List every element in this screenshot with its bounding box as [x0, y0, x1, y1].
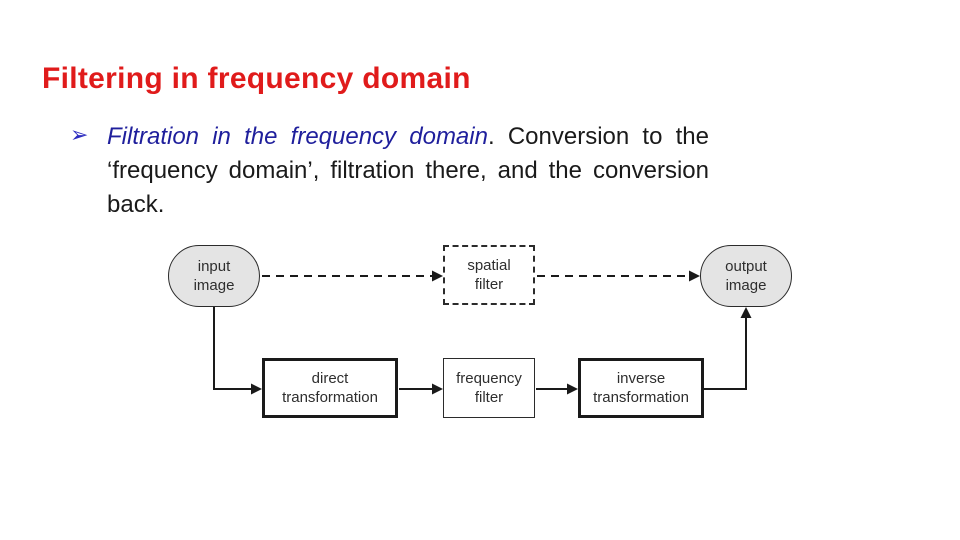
- arrowhead-into-frequency-filter-icon: [432, 383, 443, 395]
- bullet-rest-text: . Conversion to the ‘frequency domain’, …: [107, 123, 709, 218]
- diagram-node-frequency-filter: frequency filter: [443, 358, 535, 418]
- bullet-text: Filtration in the frequency domain. Conv…: [107, 120, 709, 222]
- arrowhead-into-inverse-transformation-icon: [567, 383, 578, 395]
- arrowhead-into-direct-transformation-icon: [251, 383, 262, 395]
- node-label-line: output: [725, 258, 767, 275]
- connector-inverse-to-output: [704, 317, 747, 390]
- bullet-lead-text: Filtration in the frequency domain: [107, 123, 488, 150]
- node-label-line: direct: [311, 370, 349, 387]
- node-label-line: filter: [474, 389, 504, 406]
- arrowhead-into-output-image-icon: [689, 270, 700, 282]
- node-label-line: inverse: [616, 370, 666, 387]
- node-label-line: image: [193, 277, 235, 294]
- arrowhead-bullet-icon: ➢: [70, 122, 89, 147]
- connector-input-to-direct: [213, 307, 253, 390]
- node-label-line: spatial: [467, 257, 511, 274]
- diagram-node-inverse-transformation: inverse transformation: [578, 358, 704, 418]
- bullet-item: ➢ Filtration in the frequency domain. Co…: [70, 120, 720, 222]
- node-label-line: frequency: [456, 370, 522, 387]
- arrowhead-up-into-output-image-icon: [740, 307, 752, 318]
- node-label-line: filter: [474, 276, 504, 293]
- diagram-node-input-image: input image: [168, 245, 260, 307]
- node-label-line: transformation: [282, 389, 378, 406]
- node-label-line: transformation: [593, 389, 689, 406]
- diagram-node-output-image: output image: [700, 245, 792, 307]
- node-label-line: image: [725, 277, 767, 294]
- arrowhead-into-spatial-filter-icon: [432, 270, 443, 282]
- diagram-node-direct-transformation: direct transformation: [262, 358, 398, 418]
- node-label-line: input: [197, 258, 231, 275]
- slide-title: Filtering in frequency domain: [42, 62, 471, 96]
- diagram-node-spatial-filter: spatial filter: [443, 245, 535, 305]
